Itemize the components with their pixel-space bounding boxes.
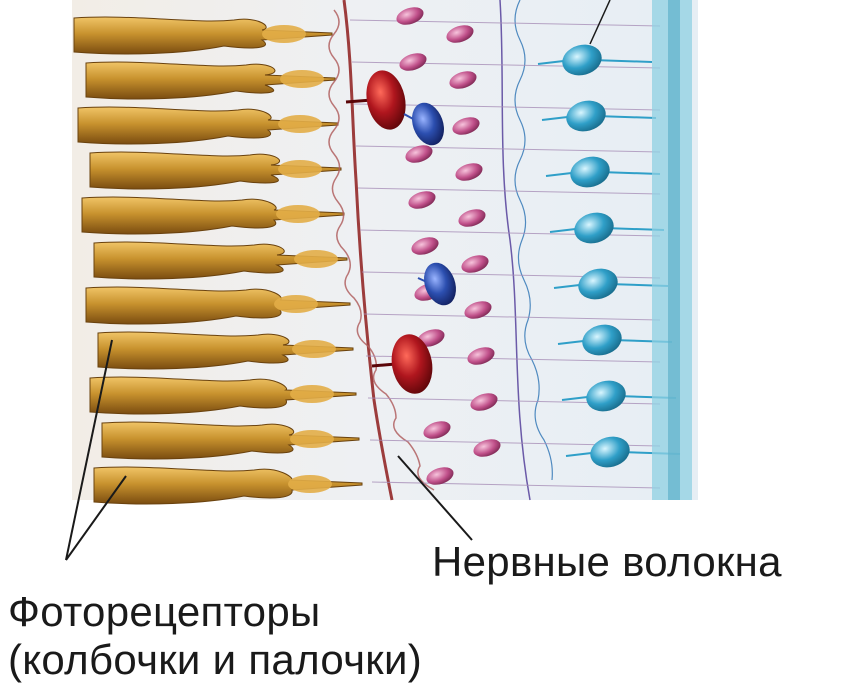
- photoreceptors-sublabel: (колбочки и палочки): [8, 636, 422, 684]
- nerve-fibers-label: Нервные волокна: [432, 538, 782, 586]
- photoreceptors-label: Фоторецепторы: [8, 588, 320, 636]
- inner-limiting-band-edge: [668, 0, 680, 500]
